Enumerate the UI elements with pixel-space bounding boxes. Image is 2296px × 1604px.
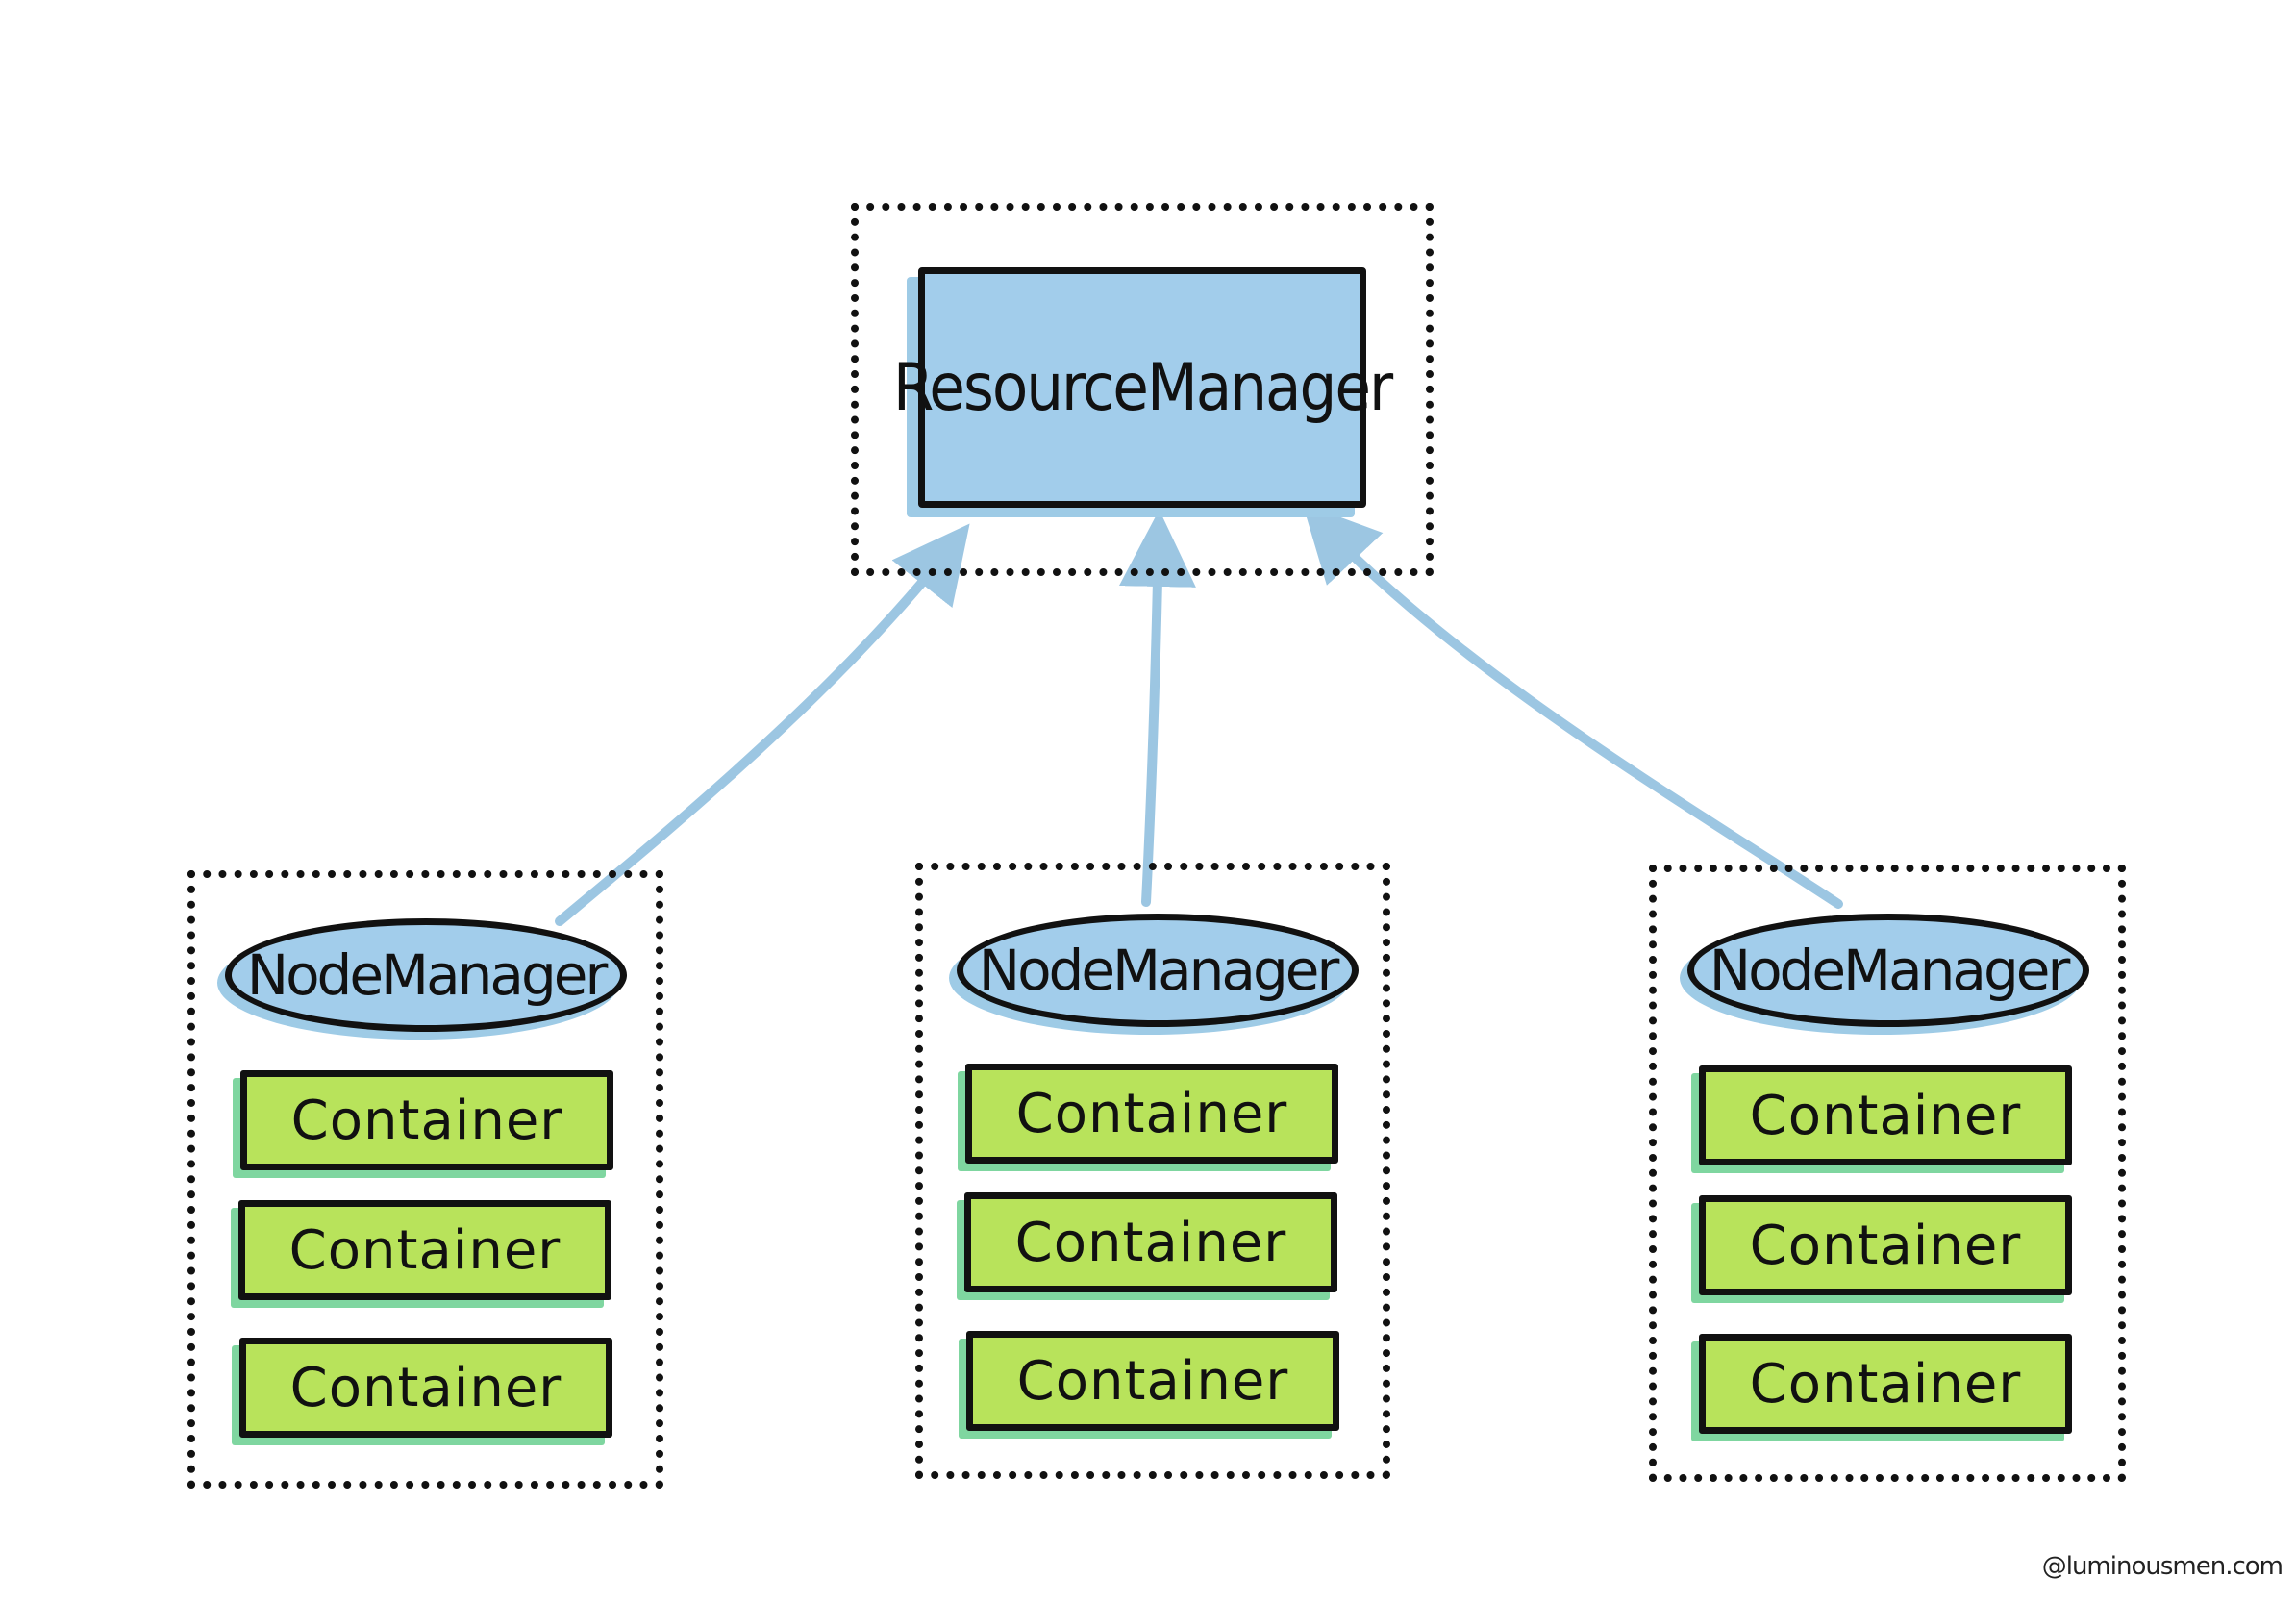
container-label: Container xyxy=(289,1356,562,1419)
node-manager-1-label: NodeManager xyxy=(246,942,609,1008)
node-2-container-3: Container xyxy=(966,1331,1339,1431)
resource-manager-group-frame xyxy=(851,203,1434,576)
node-manager-3: NodeManager xyxy=(1687,914,2089,1027)
node-manager-2-label: NodeManager xyxy=(978,938,1340,1003)
container-label: Container xyxy=(1749,1214,2022,1277)
container-label: Container xyxy=(1015,1082,1288,1145)
resource-manager-label: ResourceManager xyxy=(892,349,1393,426)
node-2-container-2: Container xyxy=(964,1192,1337,1292)
node-1-container-3: Container xyxy=(239,1338,612,1438)
node-2-group-frame xyxy=(915,863,1390,1479)
node-1-group-frame xyxy=(187,870,663,1489)
container-label: Container xyxy=(288,1218,562,1282)
container-label: Container xyxy=(1014,1211,1287,1274)
node-3-group-frame xyxy=(1649,865,2126,1482)
author-watermark: @luminousmen.com xyxy=(2041,1552,2284,1581)
container-label: Container xyxy=(1016,1349,1289,1413)
edge-node1-to-resource-manager xyxy=(555,523,970,926)
node-manager-1: NodeManager xyxy=(225,918,627,1032)
node-3-container-1: Container xyxy=(1699,1065,2072,1165)
edge-node2-to-resource-manager xyxy=(1118,510,1196,907)
node-1-container-2: Container xyxy=(238,1200,611,1300)
resource-manager-box: ResourceManager xyxy=(893,267,1393,508)
container-label: Container xyxy=(1749,1352,2022,1416)
node-3-container-2: Container xyxy=(1699,1195,2072,1295)
node-manager-3-label: NodeManager xyxy=(1709,938,2071,1003)
node-1-container-1: Container xyxy=(240,1070,613,1170)
container-label: Container xyxy=(290,1089,563,1152)
node-2-container-1: Container xyxy=(965,1064,1338,1164)
node-manager-2: NodeManager xyxy=(957,914,1359,1027)
container-label: Container xyxy=(1749,1084,2022,1147)
node-3-container-3: Container xyxy=(1699,1334,2072,1434)
edge-node3-to-resource-manager xyxy=(1302,503,1843,909)
